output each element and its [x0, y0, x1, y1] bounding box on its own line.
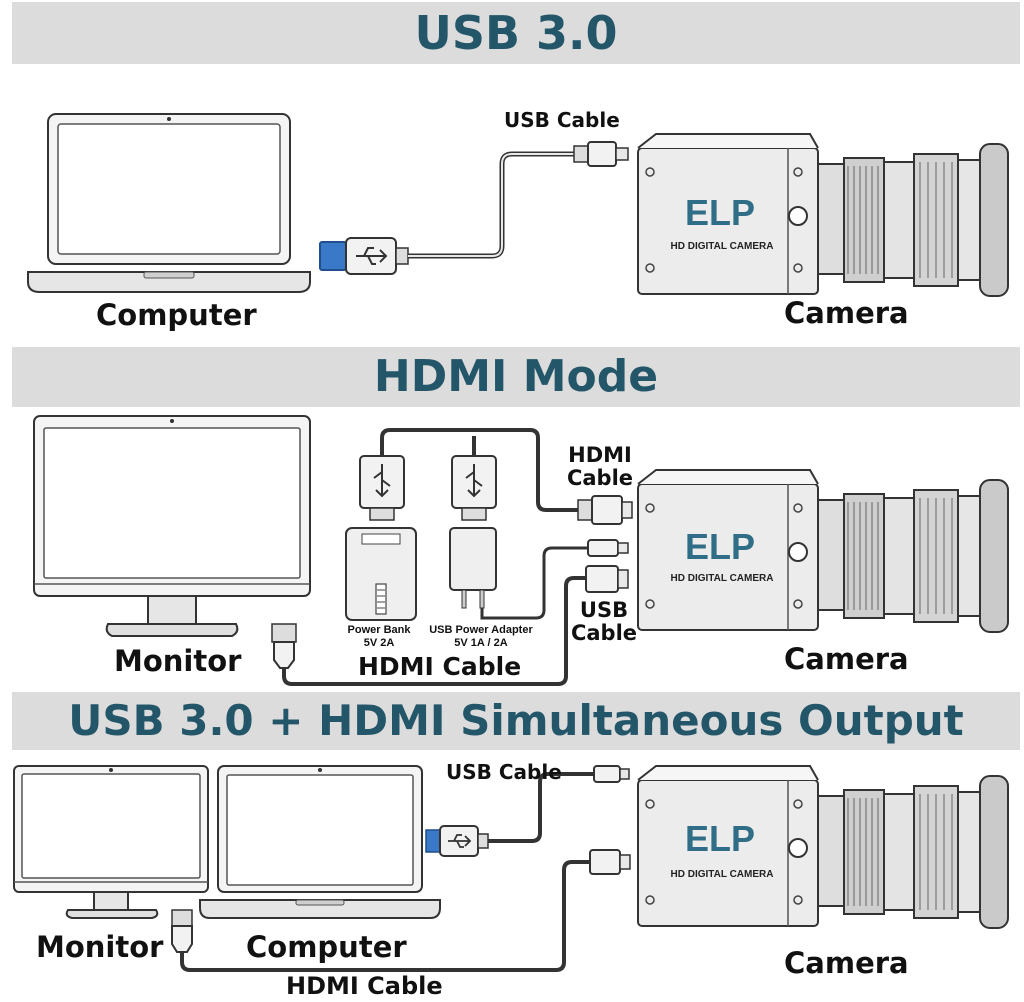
usb-camera-label: Camera	[784, 296, 909, 330]
both-monitor-label: Monitor	[36, 930, 164, 964]
usb-cable-line	[408, 151, 578, 259]
both-camera-model: HD DIGITAL CAMERA	[671, 869, 774, 880]
usb-camera-model: HD DIGITAL CAMERA	[671, 241, 774, 252]
both-section-title: USB 3.0 + HDMI Simultaneous Output	[68, 696, 964, 745]
hdmi-usb-cable-label: USB Cable	[564, 599, 644, 645]
both-camera-usb-connector	[593, 765, 630, 783]
hdmi-cable-top-line2: Cable	[566, 466, 634, 490]
usb-camera-connector	[573, 141, 629, 167]
adapter-line1: USB Power Adapter	[429, 624, 533, 636]
hdmi-cable-top-label: HDMI Cable	[560, 444, 640, 490]
hdmi-monitor	[33, 415, 311, 637]
power-bank-line2: 5V 2A	[363, 637, 395, 649]
adapter-camera-usb-connector	[587, 539, 629, 557]
monitor-hdmi-plug	[271, 623, 297, 669]
usb-computer-laptop	[27, 113, 311, 293]
power-bank-usb-plug	[359, 455, 405, 521]
both-hdmi-cable-label: HDMI Cable	[286, 972, 443, 1000]
adapter-label: USB Power Adapter 5V 1A / 2A	[422, 624, 540, 650]
both-computer-label: Computer	[246, 930, 407, 964]
both-section-banner: USB 3.0 + HDMI Simultaneous Output	[12, 692, 1020, 750]
both-monitor-hdmi-plug	[171, 909, 193, 953]
hdmi-section-title: HDMI Mode	[373, 351, 659, 402]
usb-cable-label: USB Cable	[504, 108, 620, 132]
both-camera-hdmi-connector	[589, 849, 631, 875]
both-usb-cable-label: USB Cable	[446, 760, 562, 784]
both-camera-label: Camera	[784, 946, 909, 980]
hdmi-camera-connector	[577, 495, 633, 525]
power-bank	[345, 527, 417, 621]
power-bank-line1: Power Bank	[347, 624, 411, 636]
hdmi-cable-top-line1: HDMI	[568, 443, 632, 467]
usb-section-banner: USB 3.0	[12, 2, 1020, 64]
hdmi-camera-model: HD DIGITAL CAMERA	[671, 573, 774, 584]
hdmi-section-banner: HDMI Mode	[12, 347, 1020, 407]
adapter-line2: 5V 1A / 2A	[454, 637, 508, 649]
both-usb-a-connector	[425, 825, 489, 857]
both-monitor	[13, 765, 209, 919]
usb-a-connector	[319, 237, 409, 275]
both-camera-brand: ELP	[685, 818, 755, 859]
usb-section-title: USB 3.0	[414, 6, 618, 60]
hdmi-camera-usb-a-connector	[585, 565, 629, 593]
hdmi-usb-cable-line1: USB	[579, 598, 629, 622]
hdmi-camera-brand: ELP	[685, 526, 755, 567]
usb-power-adapter	[449, 527, 497, 609]
adapter-usb-plug	[451, 455, 497, 521]
hdmi-monitor-label: Monitor	[114, 644, 242, 678]
power-bank-label: Power Bank 5V 2A	[336, 624, 422, 650]
hdmi-camera-label: Camera	[784, 642, 909, 676]
usb-camera-brand: ELP	[685, 192, 755, 233]
usb-computer-label: Computer	[96, 298, 257, 332]
hdmi-usb-cable-line2: Cable	[570, 621, 638, 645]
hdmi-cable-label: HDMI Cable	[358, 652, 522, 681]
both-laptop	[199, 765, 441, 919]
